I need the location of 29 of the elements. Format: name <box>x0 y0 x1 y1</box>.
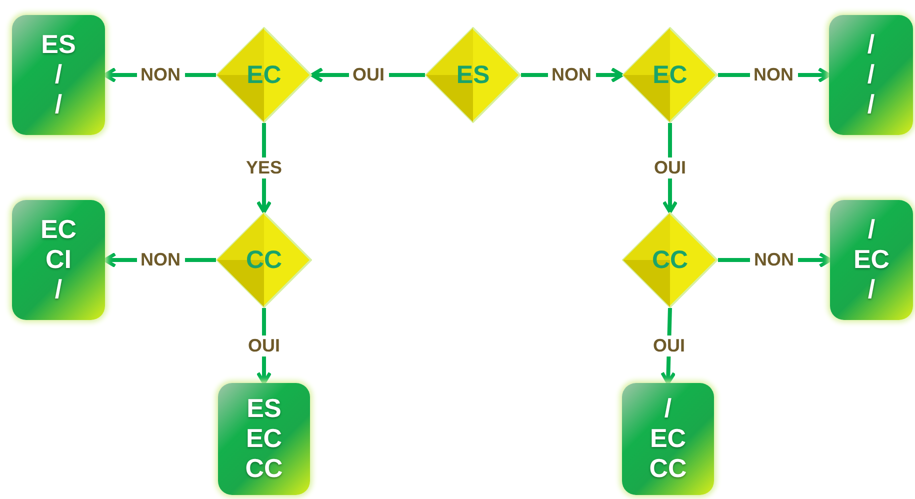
outcome-label: ES <box>41 30 76 60</box>
decision-label: EC <box>246 60 282 90</box>
decision-label: CC <box>246 246 282 274</box>
outcome-label: ES <box>246 394 282 424</box>
outcome-box <box>622 383 714 495</box>
outcome-label: / <box>868 274 876 305</box>
outcome-box <box>830 200 913 320</box>
outcome-label: EC <box>40 215 77 246</box>
outcome-label: EC <box>650 424 686 454</box>
outcome-box <box>12 15 105 135</box>
outcome-label: / <box>867 30 875 60</box>
decision-label: ES <box>456 60 490 90</box>
decision-label: CC <box>652 246 688 274</box>
outcome-label: / <box>54 90 62 120</box>
outcome-label: CC <box>649 454 687 484</box>
outcome-label: EC <box>246 424 282 454</box>
outcome-label: EC <box>853 245 890 275</box>
outcome-box <box>218 383 310 495</box>
outcome-label: CI <box>46 245 72 275</box>
outcome-label: / <box>664 394 672 424</box>
outcome-label: / <box>868 215 876 246</box>
outcome-label: / <box>867 90 875 120</box>
outcome-label: / <box>867 60 875 90</box>
outcome-label: / <box>54 274 62 305</box>
decision-label: EC <box>652 60 688 90</box>
outcome-label: / <box>54 60 62 90</box>
outcome-box <box>12 200 105 320</box>
outcome-box <box>829 15 913 135</box>
outcome-label: CC <box>245 454 283 484</box>
